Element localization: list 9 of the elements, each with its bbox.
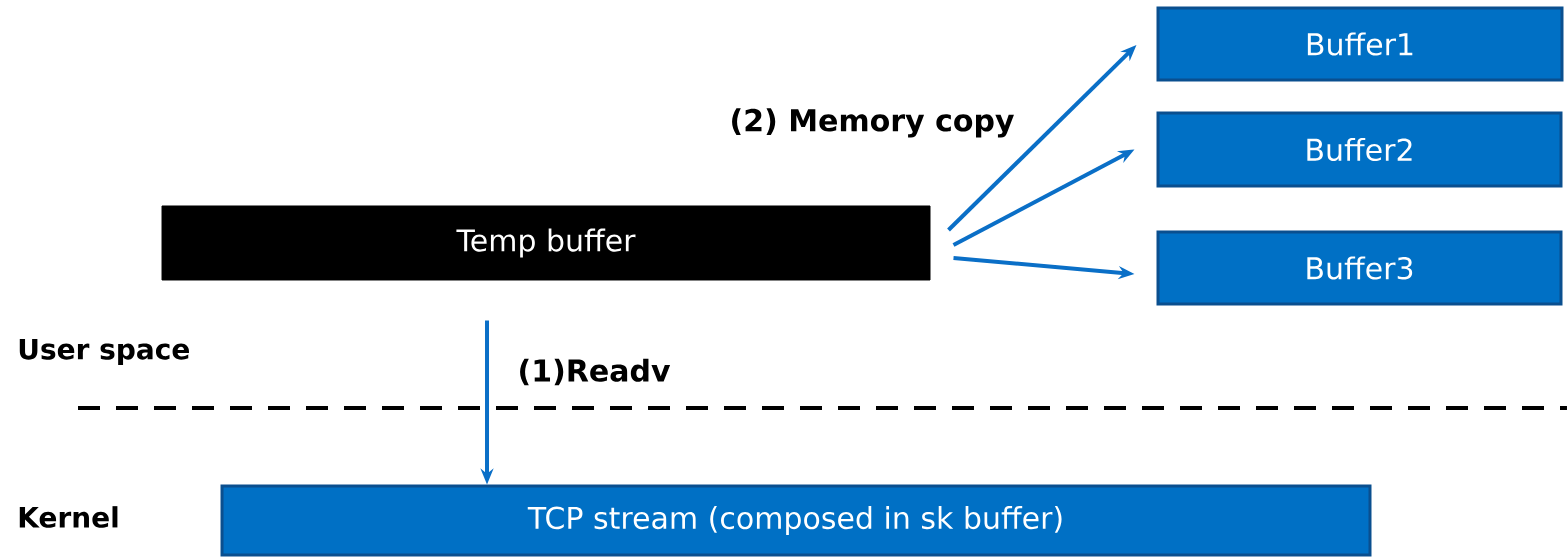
edge-label: (1)Readv	[516, 357, 672, 387]
buffer-box: Temp buffer	[161, 205, 931, 281]
buffer-box: Buffer3	[1156, 230, 1563, 306]
buffer-box: Buffer1	[1156, 6, 1564, 82]
layer-label: User space	[19, 338, 189, 366]
buffer-box: Buffer2	[1156, 111, 1563, 188]
edge-label: (2) Memory copy	[728, 107, 1016, 139]
buffer-box: TCP stream (composed in sk buffer)	[220, 484, 1372, 557]
layer-label: Kernel	[19, 506, 118, 528]
